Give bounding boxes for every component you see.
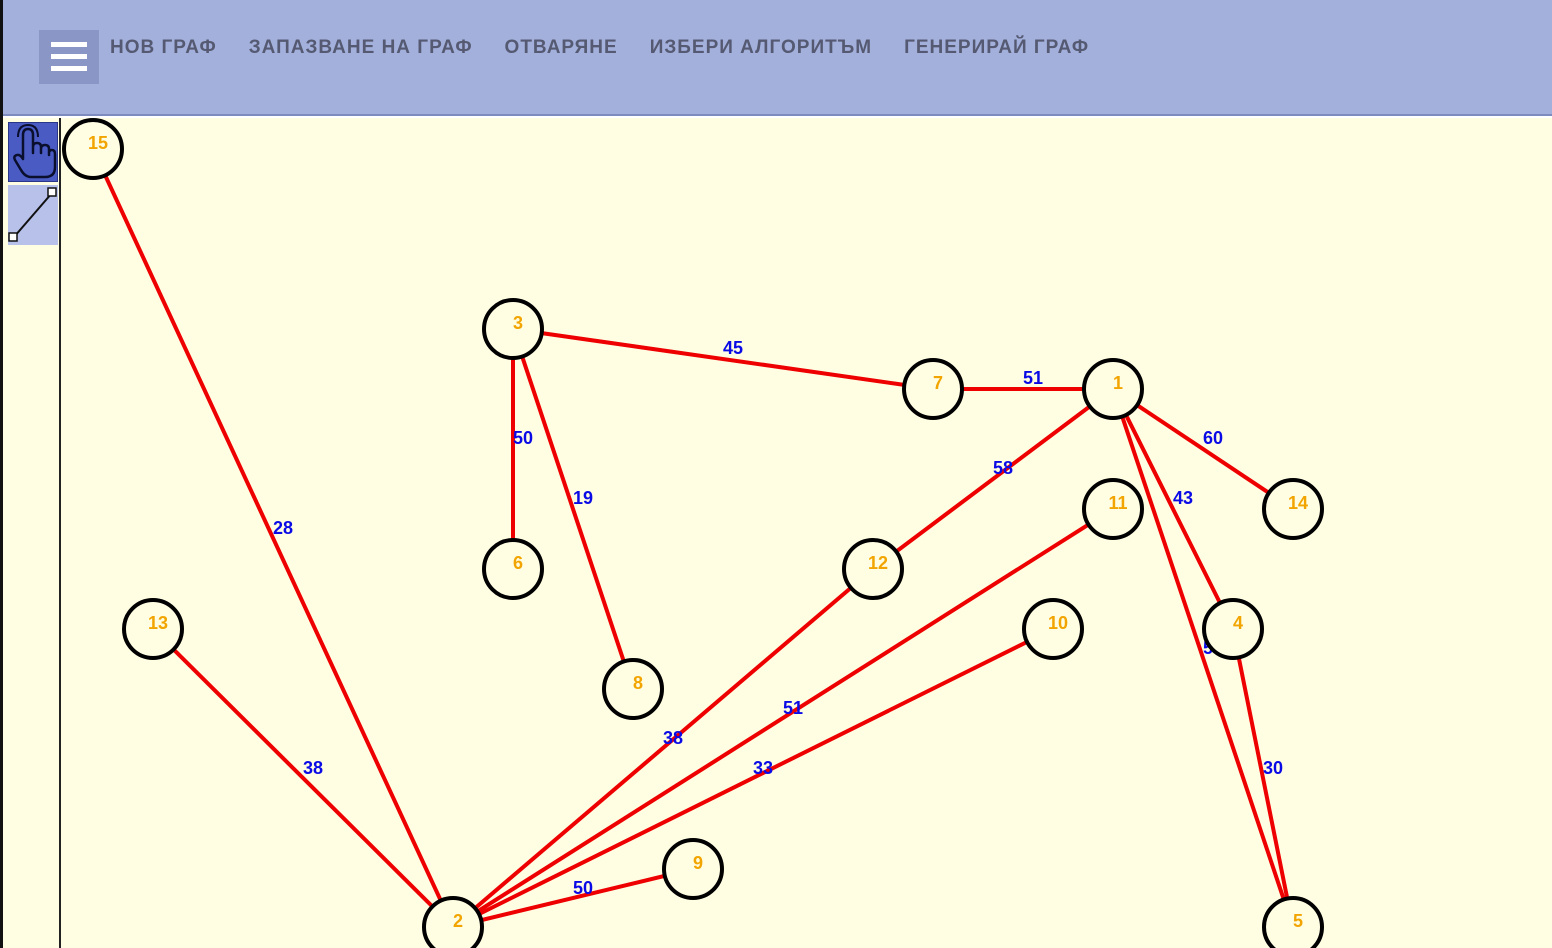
node-label: 13 xyxy=(148,613,168,633)
hand-pointer-icon xyxy=(13,123,57,179)
node-label: 2 xyxy=(453,911,463,931)
graph-edge-11-2[interactable] xyxy=(451,507,1115,929)
edge-weight-label: 43 xyxy=(1173,488,1193,508)
top-menu-bar: НОВ ГРАФ ЗАПАЗВАНЕ НА ГРАФ ОТВАРЯНЕ ИЗБЕ… xyxy=(3,0,1552,116)
tool-palette xyxy=(3,118,61,948)
node-circle[interactable] xyxy=(1262,478,1324,540)
hamburger-menu-icon[interactable] xyxy=(39,30,99,84)
edge-weight-label: 58 xyxy=(993,458,1013,478)
node-circle[interactable] xyxy=(902,358,964,420)
graph-node-13[interactable]: 13 xyxy=(122,598,184,660)
graph-node-11[interactable]: 11 xyxy=(1082,478,1144,540)
graph-node-6[interactable]: 6 xyxy=(482,538,544,600)
menu-item-open[interactable]: ОТВАРЯНЕ xyxy=(504,37,618,58)
edge-weight-label: 45 xyxy=(723,338,743,358)
node-circle[interactable] xyxy=(422,896,484,948)
edge-weight-label: 33 xyxy=(753,758,773,778)
menu-item-choose-algorithm[interactable]: ИЗБЕРИ АЛГОРИТЪМ xyxy=(649,37,873,58)
graph-canvas[interactable]: 284550195158604358303838513350 153711411… xyxy=(61,118,1552,948)
graph-edge-4-5[interactable] xyxy=(1231,628,1295,928)
graph-edge-1-14[interactable] xyxy=(1111,387,1295,511)
node-label: 7 xyxy=(933,373,943,393)
graph-node-15[interactable]: 15 xyxy=(62,118,124,180)
graph-edge-1-5[interactable] xyxy=(1111,388,1295,928)
graph-drawing[interactable]: 284550195158604358303838513350 153711411… xyxy=(61,118,1552,948)
node-circle[interactable] xyxy=(662,838,724,900)
node-circle[interactable] xyxy=(1202,598,1264,660)
graph-node-2[interactable]: 2 xyxy=(422,896,484,948)
graph-edge-12-2[interactable] xyxy=(451,567,875,929)
graph-node-12[interactable]: 12 xyxy=(842,538,904,600)
graph-edge-3-7[interactable] xyxy=(512,327,934,391)
graph-node-8[interactable]: 8 xyxy=(602,658,664,720)
graph-edge-1-12[interactable] xyxy=(871,387,1115,571)
node-label: 14 xyxy=(1288,493,1308,513)
graph-node-5[interactable]: 5 xyxy=(1262,896,1324,948)
edge-weight-label: 28 xyxy=(273,518,293,538)
node-circle[interactable] xyxy=(1082,358,1144,420)
edge-weight-label: 19 xyxy=(573,488,593,508)
node-label: 9 xyxy=(693,853,703,873)
node-circle[interactable] xyxy=(482,298,544,360)
menu-item-save-graph[interactable]: ЗАПАЗВАНЕ НА ГРАФ xyxy=(248,37,473,58)
graph-node-10[interactable]: 10 xyxy=(1022,598,1084,660)
graph-node-9[interactable]: 9 xyxy=(662,838,724,900)
node-label: 5 xyxy=(1293,911,1303,931)
graph-edge-9-2[interactable] xyxy=(452,867,694,929)
node-circle[interactable] xyxy=(842,538,904,600)
graph-node-3[interactable]: 3 xyxy=(482,298,544,360)
node-circle[interactable] xyxy=(122,598,184,660)
node-label: 11 xyxy=(1108,493,1127,513)
menu-item-generate-graph[interactable]: ГЕНЕРИРАЙ ГРАФ xyxy=(904,37,1090,58)
draw-edge-icon xyxy=(8,187,57,242)
node-label: 12 xyxy=(868,553,888,573)
edge-weight-label: 38 xyxy=(303,758,323,778)
graph-node-4[interactable]: 4 xyxy=(1202,598,1264,660)
node-circle[interactable] xyxy=(1022,598,1084,660)
node-circle[interactable] xyxy=(1082,478,1144,540)
edge-weight-label: 51 xyxy=(1023,368,1043,388)
edge-weight-label: 60 xyxy=(1203,428,1223,448)
node-circle[interactable] xyxy=(602,658,664,720)
edge-weight-label: 50 xyxy=(513,428,533,448)
node-circle[interactable] xyxy=(1262,896,1324,948)
node-label: 8 xyxy=(633,673,643,693)
node-label: 3 xyxy=(513,313,523,333)
edge-weight-label: 38 xyxy=(663,728,683,748)
node-label: 15 xyxy=(88,133,108,153)
node-label: 1 xyxy=(1113,373,1123,393)
graph-node-1[interactable]: 1 xyxy=(1082,358,1144,420)
edge-weight-label: 50 xyxy=(573,878,593,898)
edge-weight-label: 51 xyxy=(783,698,803,718)
graph-edge-10-2[interactable] xyxy=(452,627,1054,929)
graph-edge-13-2[interactable] xyxy=(151,627,455,929)
graph-edge-3-8[interactable] xyxy=(511,328,635,690)
draw-edge-tool-button[interactable] xyxy=(8,185,58,245)
node-label: 6 xyxy=(513,553,523,573)
graph-edge-15-2[interactable] xyxy=(91,148,455,928)
node-label: 4 xyxy=(1233,613,1243,633)
edge-weight-label: 30 xyxy=(1263,758,1283,778)
node-circle[interactable] xyxy=(62,118,124,180)
graph-node-7[interactable]: 7 xyxy=(902,358,964,420)
window-left-edge xyxy=(0,0,3,948)
graph-node-14[interactable]: 14 xyxy=(1262,478,1324,540)
main-nav: НОВ ГРАФ ЗАПАЗВАНЕ НА ГРАФ ОТВАРЯНЕ ИЗБЕ… xyxy=(110,36,1121,60)
menu-item-new-graph[interactable]: НОВ ГРАФ xyxy=(110,37,217,58)
graph-edge-1-4[interactable] xyxy=(1111,388,1235,630)
node-circle[interactable] xyxy=(482,538,544,600)
node-label: 10 xyxy=(1048,613,1068,633)
select-tool-button[interactable] xyxy=(8,122,58,182)
